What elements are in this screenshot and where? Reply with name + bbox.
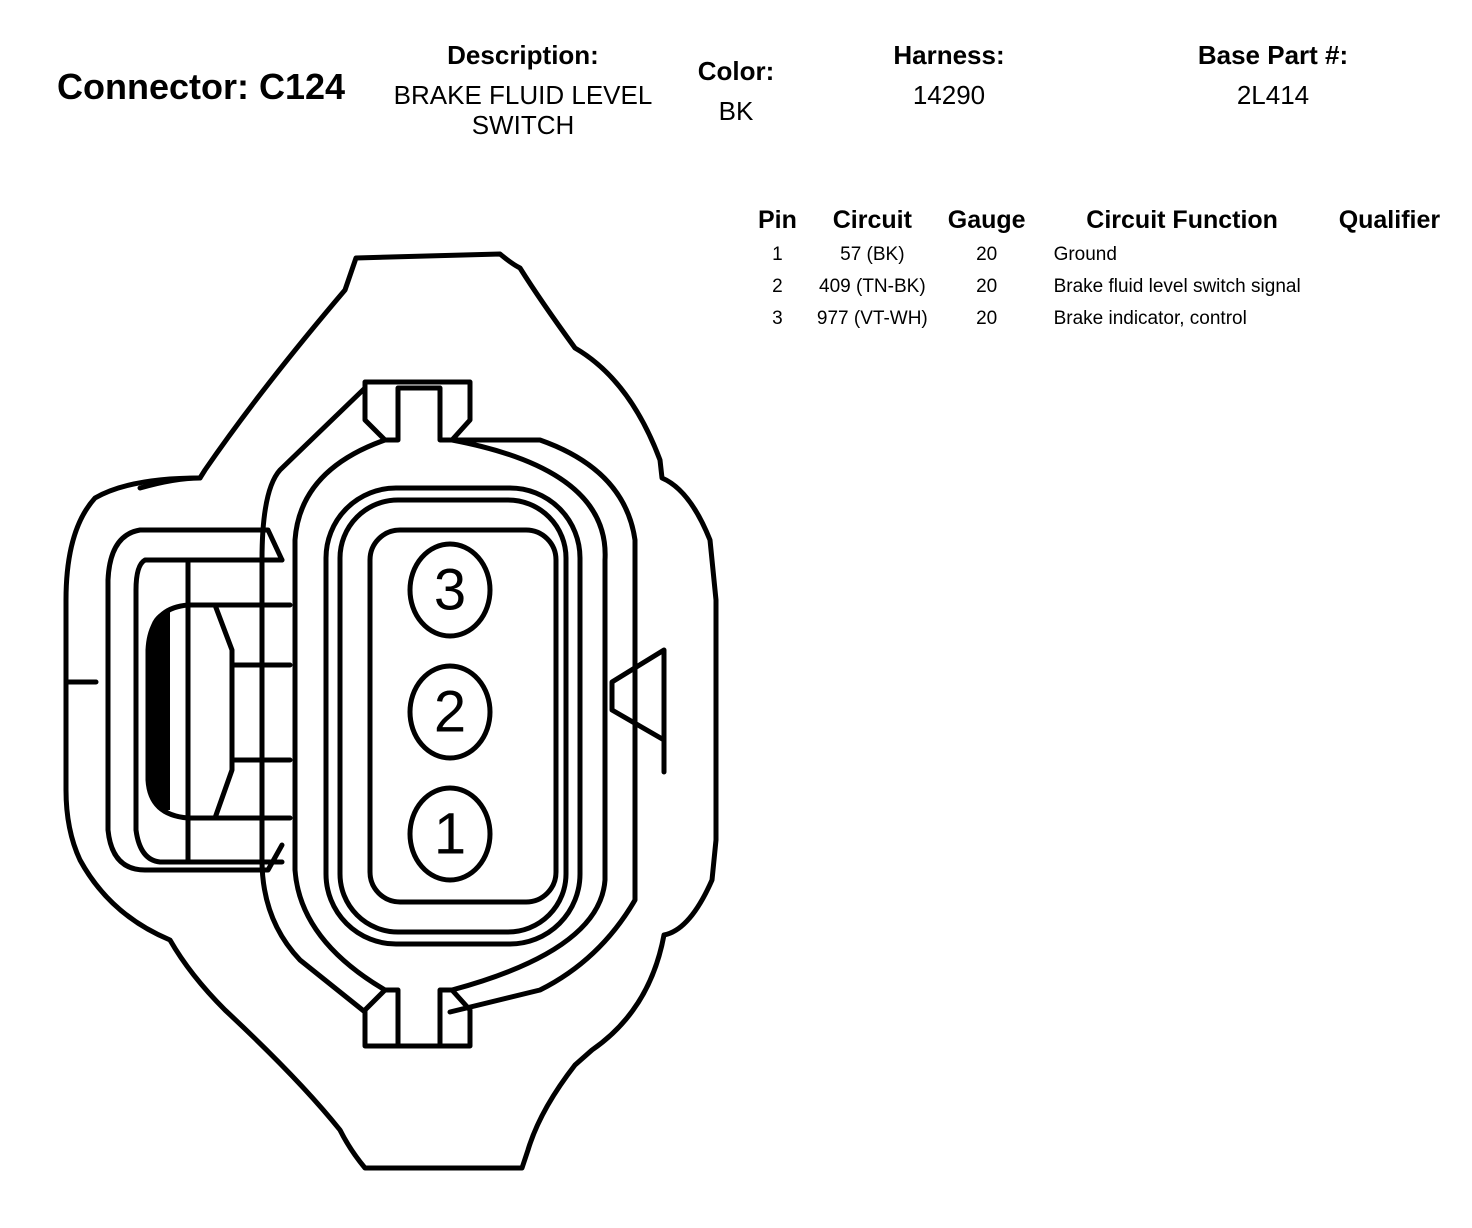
table-row: 1 57 (BK) 20 Ground [748,239,1450,271]
cavity-middle [337,497,569,935]
description-label: Description: [447,40,599,70]
pin-1-label: 1 [434,802,466,867]
housing-wall-2 [449,437,608,993]
header-gauge: Gauge [947,206,1026,234]
pin-table-header-row: Pin Circuit Gauge Circuit Function Quali… [748,206,1450,239]
pin-2-ring [407,663,493,761]
housing-outer [259,385,638,1015]
color-label: Color: [697,56,775,86]
circuit-cell: 57 (BK) [840,244,905,265]
pin-1: 1 [407,785,493,883]
cavity-inner [367,527,559,905]
header-circuit-function: Circuit Function [1086,206,1278,234]
right-key [609,647,667,775]
circuit-cell: 409 (TN-BK) [819,276,926,297]
connector-outer-shell [63,251,719,1171]
bottom-notch [362,987,473,1049]
cavity-outer [323,485,583,947]
pin-3: 3 [407,541,493,639]
latch-outer [137,475,203,491]
pin-3-ring [407,541,493,639]
base-part-column: Base Part #: 2L414 [1170,40,1376,110]
gauge-cell: 20 [976,244,998,265]
connector-title: Connector: C124 [57,66,346,107]
table-row: 2 409 (TN-BK) 20 Brake fluid level switc… [748,271,1450,303]
description-value-line2: SWITCH [471,110,575,140]
table-row: 3 977 (VT-WH) 20 Brake indicator, contro… [748,303,1450,335]
gauge-cell: 20 [976,276,998,297]
latch-tab-shadow [149,612,170,810]
latch-inner-frame [133,557,285,865]
harness-value: 14290 [912,80,986,110]
base-part-label: Base Part #: [1197,40,1349,70]
pin-1-ring [407,785,493,883]
header-circuit: Circuit [832,206,912,234]
description-column: Description: BRAKE FLUID LEVEL SWITCH [378,40,668,140]
harness-label: Harness: [893,40,1005,70]
function-cell: Ground [1053,244,1117,265]
color-value: BK [718,96,754,126]
base-part-value: 2L414 [1236,80,1310,110]
top-notch [362,379,473,443]
pin-2-label: 2 [434,680,466,745]
pin-table: Pin Circuit Gauge Circuit Function Quali… [748,206,1450,335]
pin-cell: 1 [772,244,783,265]
color-column: Color: BK [676,56,796,126]
function-cell: Brake indicator, control [1053,308,1247,329]
latch-frame [105,527,285,873]
circuit-cell: 977 (VT-WH) [816,308,928,329]
pin-cell: 2 [772,276,783,297]
harness-column: Harness: 14290 [858,40,1040,110]
description-value-line1: BRAKE FLUID LEVEL [393,80,653,110]
pin-3-label: 3 [434,558,466,623]
pin-2: 2 [407,663,493,761]
gauge-cell: 20 [976,308,998,329]
function-cell: Brake fluid level switch signal [1053,276,1301,297]
header-qualifier: Qualifier [1338,206,1441,234]
housing-wall-1 [292,437,388,993]
header-pin: Pin [758,206,797,234]
pin-cell: 3 [772,308,783,329]
